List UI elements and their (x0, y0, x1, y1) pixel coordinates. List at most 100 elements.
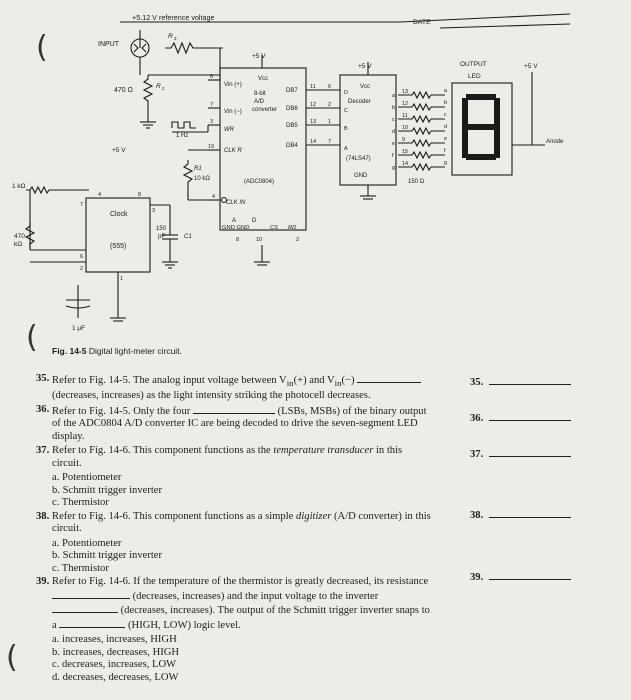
option-b[interactable]: b. increases, decreases, HIGH (52, 646, 180, 658)
clock-pin-1: 1 (120, 276, 123, 282)
option-c[interactable]: c. decreases, increases, LOW (52, 659, 177, 671)
question-text: (decreases, increases). The output of th… (52, 605, 430, 631)
decoder-part-number: (74LS47) (346, 156, 371, 162)
question-text: (decreases, increases) and the input vol… (132, 590, 379, 602)
adc-ad: A/D (254, 99, 265, 105)
answer-39: 39. (470, 572, 572, 583)
decoder-out-c: c (392, 117, 395, 123)
decoder-pin-12: 12 (402, 101, 408, 107)
clock-pin-7: 7 (80, 202, 83, 208)
option-d[interactable]: d. decreases, decreases, LOW (52, 671, 179, 683)
fill-in-blank[interactable] (52, 589, 130, 599)
answer-number: 38. (470, 510, 484, 521)
answer-line-38[interactable] (489, 517, 572, 518)
led-in-f: f (444, 148, 446, 154)
answer-number: 35. (470, 377, 484, 388)
answer-38: 38. (470, 510, 572, 521)
date-label: DATE (413, 19, 431, 26)
figure-title: Digital light-meter circuit. (88, 346, 182, 356)
option-c[interactable]: c. Thermistor (52, 562, 109, 574)
question-text: Refer to Fig. 14-5. The analog input vol… (52, 375, 287, 386)
adc-gnd-gnd: GND GND (222, 225, 249, 231)
led-in-a: a (444, 88, 448, 94)
adc-db6: DB6 (286, 106, 298, 112)
clock-pin-8: 8 (138, 192, 141, 198)
adc-8bit: 8-bit (254, 91, 266, 97)
question-text: (−) (341, 375, 355, 386)
answer-line-36[interactable] (489, 420, 572, 421)
decoder-pin-14: 14 (402, 161, 408, 167)
clock-pin-3: 3 (152, 208, 155, 214)
adc-digital-gnd-d: D (252, 218, 257, 224)
decoder-out-d: d (392, 129, 395, 135)
fill-in-blank[interactable] (192, 404, 275, 414)
clock-part-number: (555) (110, 243, 126, 250)
answer-line-37[interactable] (489, 456, 572, 457)
adc-pin-14: 14 (310, 139, 316, 145)
fill-in-blank[interactable] (59, 618, 126, 628)
option-a[interactable]: a. increases, increases, HIGH (52, 633, 177, 645)
option-a[interactable]: a. Potentiometer (52, 471, 122, 483)
adc-vin-minus: Vin (−) (224, 109, 242, 115)
question-text-emphasis: temperature transducer (273, 445, 374, 457)
option-b[interactable]: b. Schmitt trigger inverter (52, 550, 163, 562)
r3-label: R (168, 33, 173, 40)
adc-pin-11: 11 (310, 84, 316, 90)
question-number: 35. (36, 373, 50, 384)
adc-part-number: (ADC0804) (244, 179, 274, 185)
fill-in-blank[interactable] (357, 373, 422, 383)
question-38-options: a. Potentiometer b. Schmitt trigger inve… (52, 538, 431, 576)
led-label: LED (468, 73, 481, 80)
option-b[interactable]: b. Schmitt trigger inverter (52, 484, 163, 496)
decoder-input-a: A (344, 146, 348, 152)
fill-in-blank[interactable] (52, 603, 118, 614)
adc-db5: DB5 (286, 123, 298, 129)
cap-150-value: 150 (156, 226, 167, 232)
question-38: 38. Refer to Fig. 14-6. This component f… (36, 511, 431, 536)
question-35: 35. Refer to Fig. 14-5. The analog input… (36, 373, 431, 402)
adc-pin-12: 12 (310, 102, 316, 108)
decoder-pin-15: 15 (402, 149, 408, 155)
answer-line-35[interactable] (489, 384, 572, 385)
led-in-b: b (444, 100, 447, 106)
adc-pin-3: 3 (210, 119, 213, 125)
r2-subscript: 2 (162, 86, 165, 91)
question-text: (A/D converter) in this circuit. (52, 510, 431, 535)
clock-pin-2: 2 (80, 266, 83, 272)
option-a[interactable]: a. Potentiometer (52, 537, 122, 549)
question-text: (LSBs, MSBs) of the binary output of the… (52, 405, 427, 442)
digital-light-meter-circuit: +5.12 V reference voltage DATE INPUT R 3… (12, 13, 571, 332)
clock-pin-4: 4 (98, 192, 101, 198)
r-470k-value: 470 (14, 233, 25, 240)
led-in-g: g (444, 160, 447, 166)
decoder-pin-11: 11 (402, 113, 408, 119)
question-text: Refer to Fig. 14-6. This component funct… (52, 510, 294, 522)
r-1k-value: 1 kΩ (12, 183, 26, 190)
adc-vcc: Vcc (258, 76, 268, 82)
question-text: (HIGH, LOW) logic level. (128, 619, 241, 631)
question-text: in this circuit. (52, 445, 403, 469)
question-number: 39. (36, 576, 50, 588)
cap-1uf-value: 1 μF (72, 325, 85, 332)
decoder-vcc-5v: +5 V (358, 63, 372, 70)
option-c[interactable]: c. Thermistor (52, 497, 109, 509)
r-470k-unit: kΩ (14, 241, 22, 248)
decoder-pin-10: 10 (402, 125, 408, 131)
question-37-options: a. Potentiometer b. Schmitt trigger inve… (52, 472, 431, 510)
adc-analog-gnd-a: A (232, 218, 236, 224)
decoder-input-b: B (344, 126, 348, 132)
adc-vcc-5v: +5 V (252, 53, 266, 60)
decoder-out-e: e (392, 141, 395, 147)
decoder-pin-9: 9 (402, 137, 405, 143)
answer-number: 37. (470, 449, 484, 460)
decoder-input-c: C (344, 108, 348, 114)
decoder-pin-6: 6 (328, 84, 331, 90)
question-text: Refer to Fig. 14-6. This component funct… (52, 445, 271, 457)
r3-subscript: 3 (174, 36, 177, 41)
adc-converter: converter (252, 107, 277, 113)
adc-rd: RD (288, 225, 296, 231)
answer-line-39[interactable] (489, 579, 572, 580)
adc-pin-6: 6 (210, 74, 213, 80)
question-36: 36. Refer to Fig. 14-5. Only the four (L… (36, 404, 431, 443)
question-number: 36. (36, 403, 50, 415)
